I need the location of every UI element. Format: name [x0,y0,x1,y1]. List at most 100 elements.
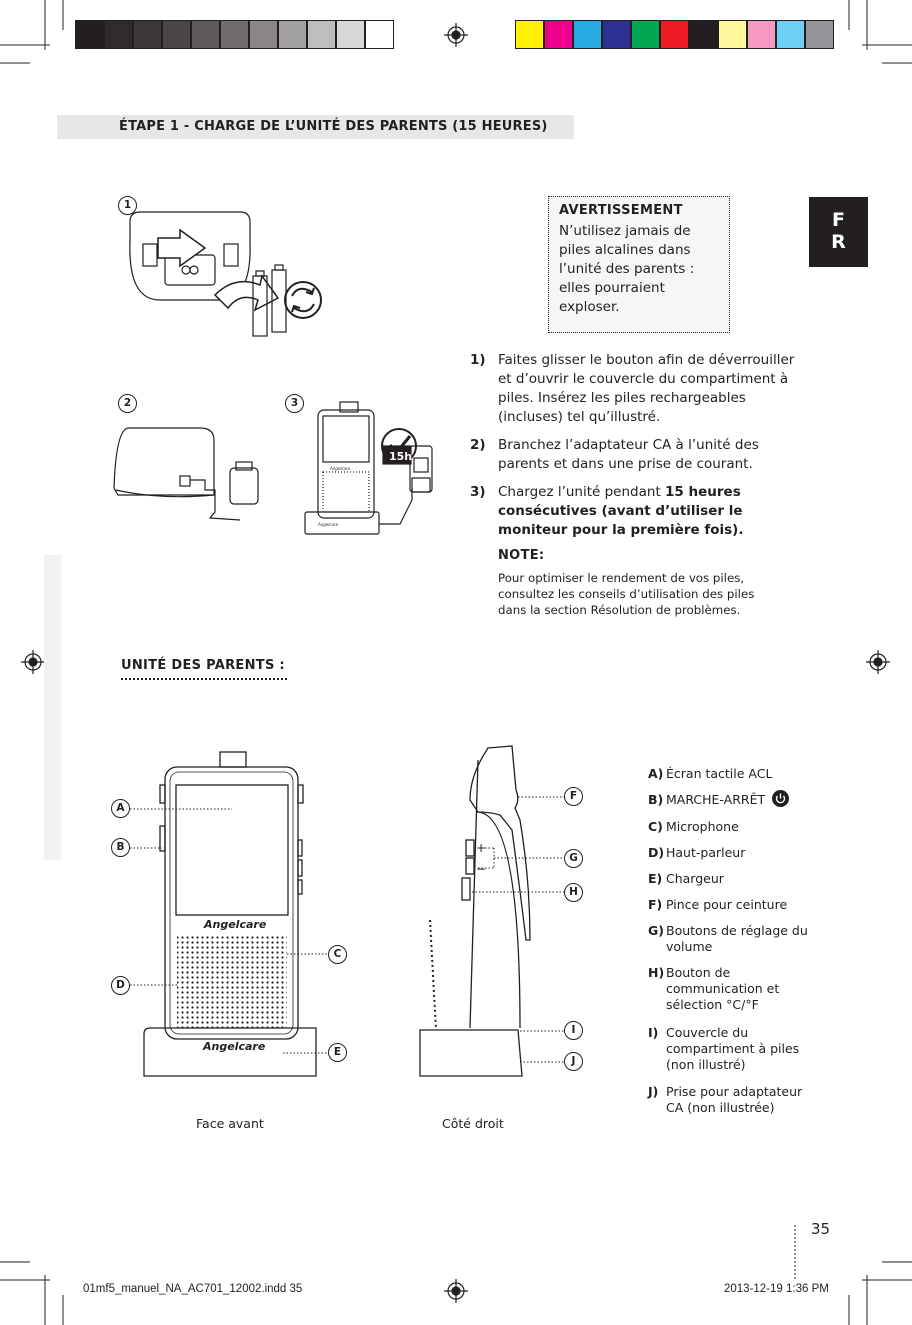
part-label: A) [648,766,664,781]
color-swatch [133,20,162,49]
warning-box: AVERTISSEMENT N’utilisez jamais de piles… [548,196,730,333]
charger-adapter-illustration [113,427,259,521]
color-swatch [718,20,747,49]
callout-b: B [111,838,130,857]
registration-target-icon [21,23,890,1303]
color-swatch [660,20,689,49]
part-label: G) [648,923,664,938]
color-swatch [544,20,573,49]
language-tab-line2: R [831,231,846,253]
step-text: Branchez l’adaptateur CA à l’unité des p… [498,437,759,472]
color-swatch [805,20,834,49]
battery-compartment-illustration [129,211,322,337]
caption-side-view: Côté droit [442,1116,504,1131]
front-view-device [143,751,317,1077]
volume-minus-icon: − [476,862,486,876]
part-text: MARCHE-ARRÊT [666,790,846,809]
footer-filename: 01mf5_manuel_NA_AC701_12002.indd 35 [83,1283,303,1295]
callout-e: E [328,1043,347,1062]
section-title-bar: ÉTAPE 1 - CHARGE DE L’UNITÉ DES PARENTS … [57,115,574,139]
part-text: Boutons de réglage du volume [666,923,808,954]
color-swatch [602,20,631,49]
callout-f: F [564,787,583,806]
side-view-device [419,745,531,1077]
unit-section-title: UNITÉ DES PARENTS : [121,658,285,673]
language-tab: F R [809,197,868,267]
step-text: Faites glisser le bouton afin de déverro… [498,352,795,425]
part-text: Couvercle du compartiment à piles (non i… [666,1025,800,1072]
step-number: 2) [470,437,486,453]
color-swatch [75,20,104,49]
color-swatch [104,20,133,49]
color-swatch [162,20,191,49]
callout-d: D [111,976,130,995]
step-callout-3: 3 [285,394,304,413]
caption-front-view: Face avant [196,1116,264,1131]
step-callout-1: 1 [118,196,137,215]
charge-hours-badge: 15h [389,450,412,463]
footer-timestamp: 2013-12-19 1:36 PM [724,1283,829,1295]
part-text: Haut-parleur [666,845,746,860]
part-label: J) [648,1084,659,1099]
section-title: ÉTAPE 1 - CHARGE DE L’UNITÉ DES PARENTS … [119,119,548,134]
callout-j: J [564,1052,583,1071]
color-swatch [689,20,718,49]
note-body: Pour optimiser le rendement de vos piles… [498,571,755,617]
page-number: 35 [811,1220,831,1238]
part-text: Pince pour ceinture [666,897,788,912]
color-swatch [515,20,544,49]
callout-g: G [564,849,583,868]
unit-title-underline [121,678,287,680]
brand-mark-small: Angelcare [329,466,351,471]
color-swatch [220,20,249,49]
callout-h: H [564,883,583,902]
note-title: NOTE: [498,548,545,563]
color-swatch [191,20,220,49]
color-swatch [249,20,278,49]
part-label: H) [648,965,665,980]
brand-logo-charger: Angelcare [202,1040,266,1053]
step-text-bold: 15 heures consécutives (avant d’utiliser… [498,484,744,538]
color-swatch [631,20,660,49]
color-swatch [365,20,394,49]
volume-plus-icon: + [476,841,486,855]
callout-a: A [111,799,130,818]
brand-logo-front: Angelcare [203,918,267,931]
part-label: B) [648,792,664,807]
step-text: Chargez l’unité pendant 15 heures conséc… [498,483,798,540]
part-label: I) [648,1025,659,1040]
color-swatch [336,20,365,49]
color-swatch [573,20,602,49]
color-swatch [278,20,307,49]
part-text: Chargeur [666,871,724,886]
parent-unit-on-charger-illustration [304,401,433,535]
part-label: D) [648,845,665,860]
warning-title: AVERTISSEMENT [559,203,683,218]
step-number: 3) [470,484,486,500]
step-text-regular: Chargez l’unité pendant [498,484,666,500]
part-text: Bouton de communication et sélection °C/… [666,965,780,1012]
language-tab-line1: F [832,209,845,231]
warning-body: N’utilisez jamais de piles alcalines dan… [559,223,695,315]
leader-lines [130,796,565,1063]
part-text: Écran tactile ACL [666,766,773,781]
callout-c: C [328,945,347,964]
power-icon [772,790,790,807]
side-bar-decoration [44,555,61,860]
color-swatch [747,20,776,49]
part-text: Prise pour adaptateur CA (non illustrée) [666,1084,803,1115]
part-label: C) [648,819,663,834]
part-label: E) [648,871,663,886]
part-label: F) [648,897,663,912]
brand-mark-small: Angelcare [317,522,339,527]
callout-i: I [564,1021,583,1040]
color-swatch [307,20,336,49]
step-callout-2: 2 [118,394,137,413]
part-text-value: MARCHE-ARRÊT [666,792,766,807]
color-swatch [776,20,805,49]
step-number: 1) [470,352,486,368]
part-text: Microphone [666,819,739,834]
